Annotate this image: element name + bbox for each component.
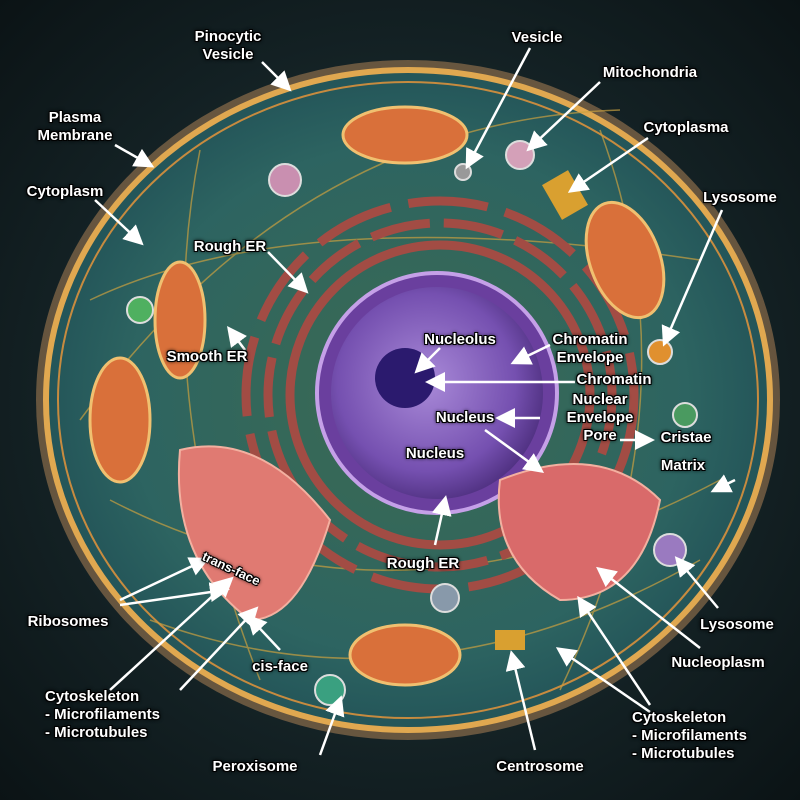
label-nucleus: Nucleus bbox=[405, 445, 465, 462]
label-cytoskeleton-right: Cytoskeleton- Microfilaments- Microtubul… bbox=[632, 709, 747, 763]
nucleolus bbox=[375, 348, 435, 408]
label-cytoplasma: Cytoplasma bbox=[643, 119, 729, 136]
label-line: Nuclear bbox=[572, 391, 628, 408]
label-line: - Microfilaments bbox=[45, 706, 161, 723]
golgi-right bbox=[497, 463, 662, 602]
label-cytoplasm: Cytoplasm bbox=[26, 183, 104, 200]
label-line: - Microfilaments bbox=[632, 727, 748, 744]
label-line: Plasma bbox=[48, 109, 102, 126]
label-line: Envelope bbox=[566, 409, 634, 426]
label-line: - Microtubules bbox=[45, 724, 148, 741]
label-nucleoplasm: Nucleoplasm bbox=[671, 654, 765, 671]
label-arrow bbox=[674, 556, 719, 609]
label-arrow bbox=[577, 595, 652, 706]
label-cis-face: cis-face bbox=[252, 658, 308, 675]
label-arrow bbox=[567, 136, 649, 193]
label-arrow bbox=[661, 209, 724, 347]
label-rough-er-top: Rough ER bbox=[193, 238, 267, 255]
label-arrow bbox=[596, 566, 701, 649]
label-arrow bbox=[510, 343, 551, 365]
label-arrow bbox=[179, 606, 259, 691]
label-line: Envelope bbox=[556, 349, 624, 366]
nucleus bbox=[315, 271, 559, 515]
label-arrow bbox=[119, 557, 210, 602]
label-arrow bbox=[465, 47, 532, 170]
label-arrow bbox=[267, 251, 309, 294]
label-ribosomes: Ribosomes bbox=[27, 613, 109, 630]
label-rough-er-bottom: Rough ER bbox=[386, 555, 460, 572]
label-arrow bbox=[119, 582, 230, 607]
label-arrow bbox=[555, 647, 651, 714]
label-lysosome-bottom: Lysosome bbox=[700, 616, 774, 633]
label-lysosome-top: Lysosome bbox=[703, 189, 777, 206]
label-line: Chromatin bbox=[552, 331, 628, 348]
label-arrow bbox=[484, 428, 545, 473]
label-mitochondria: Mitochondria bbox=[602, 64, 698, 81]
label-arrow bbox=[526, 81, 601, 152]
label-cytoskeleton-left: Cytoskeleton- Microfilaments- Microtubul… bbox=[45, 688, 160, 742]
label-chromatin: Chromatin bbox=[576, 371, 652, 388]
label-line: - Microtubules bbox=[632, 745, 735, 762]
label-arrow bbox=[414, 347, 441, 374]
label-centrosome: Centrosome bbox=[496, 758, 584, 775]
label-arrow bbox=[227, 326, 247, 351]
label-arrow bbox=[318, 695, 345, 756]
label-vesicle: Vesicle bbox=[511, 29, 563, 46]
label-line: Cytoskeleton bbox=[632, 709, 727, 726]
label-smooth-er: Smooth ER bbox=[166, 348, 248, 365]
label-nucleus: Nucleus bbox=[435, 409, 495, 426]
mitochondria bbox=[88, 105, 666, 687]
label-arrow bbox=[505, 650, 537, 751]
label-arrow bbox=[114, 143, 155, 168]
label-line: Membrane bbox=[37, 127, 113, 144]
label-arrow bbox=[94, 199, 144, 246]
label-arrow bbox=[710, 474, 736, 493]
golgi-left bbox=[177, 445, 332, 622]
label-peroxisome: Peroxisome bbox=[212, 758, 298, 775]
label-arrow bbox=[431, 495, 452, 546]
label-line: Pinocytic bbox=[194, 28, 262, 45]
label-arrow bbox=[246, 614, 281, 651]
label-line: Pore bbox=[583, 427, 617, 444]
label-nucleolus: Nucleolus bbox=[424, 331, 496, 348]
label-line: Cytoskeleton bbox=[45, 688, 140, 705]
label-matrix: Matrix bbox=[660, 457, 706, 474]
label-arrow bbox=[109, 576, 234, 691]
label-line: Vesicle bbox=[202, 46, 254, 63]
label-arrows bbox=[94, 47, 736, 756]
centrosome bbox=[495, 170, 588, 650]
label-cristae: Cristae bbox=[660, 429, 712, 446]
label-arrow bbox=[261, 61, 292, 92]
